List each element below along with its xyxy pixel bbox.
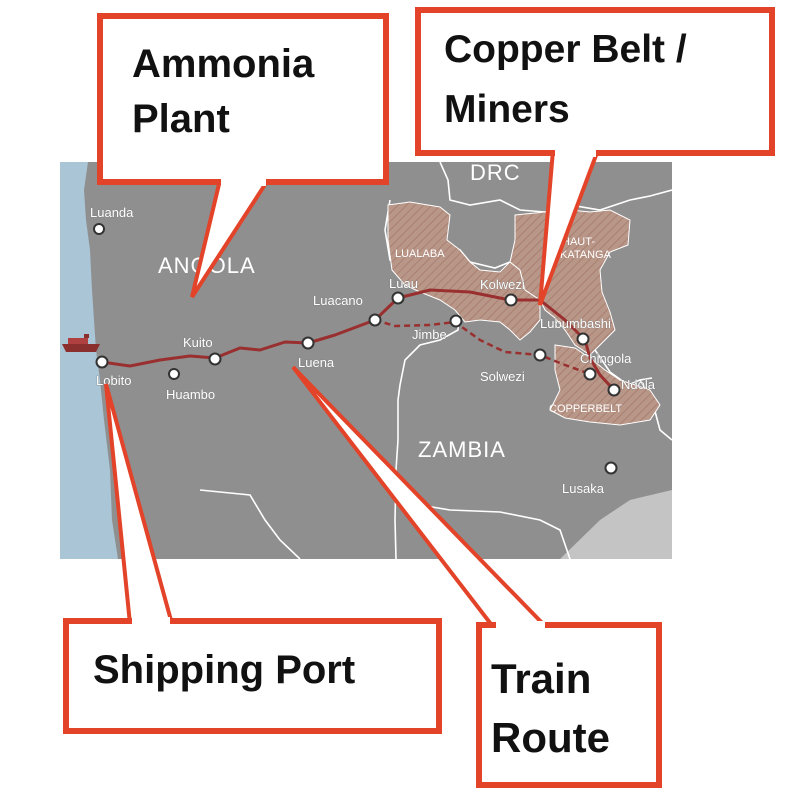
- city-label-lobito: Lobito: [96, 373, 131, 388]
- callout-train-line1: Train: [491, 655, 591, 702]
- lualaba-region: [387, 201, 541, 341]
- callout-train-route: Train Route: [291, 365, 662, 788]
- neighbor-area: [560, 490, 672, 559]
- city-label-chingola: Chingola: [580, 351, 632, 366]
- haut-katanga-region: [509, 209, 631, 356]
- city-marker-lobito: [95, 355, 109, 369]
- copperbelt-region: [549, 344, 661, 426]
- callout-train-line2: Route: [491, 714, 610, 761]
- region-label-haut: HAUT-: [562, 236, 595, 248]
- region-label-copperbelt: COPPERBELT: [549, 403, 622, 415]
- city-label-lubumbashi: Lubumbashi: [540, 316, 611, 331]
- city-label-luena: Luena: [298, 355, 335, 370]
- ship-icon: [62, 334, 100, 352]
- city-marker-luau: [391, 291, 405, 305]
- city-label-huambo: Huambo: [166, 387, 215, 402]
- city-marker-luena: [301, 336, 315, 350]
- city-marker-kuito: [208, 352, 222, 366]
- callout-shipping-port: Shipping Port: [63, 383, 442, 734]
- callout-ammonia-line2: Plant: [132, 97, 230, 141]
- region-label-katanga: KATANGA: [560, 249, 612, 261]
- city-label-ndola: Ndola: [621, 377, 656, 392]
- city-marker-lusaka: [604, 461, 618, 475]
- city-marker-lubumbashi: [576, 332, 590, 346]
- city-marker-luanda: [93, 223, 105, 235]
- callout-copper-line1: Copper Belt /: [444, 28, 687, 71]
- region-label-lualaba: LUALABA: [395, 248, 445, 260]
- city-label-lusaka: Lusaka: [562, 481, 605, 496]
- city-label-kolwezi: Kolwezi: [480, 277, 525, 292]
- callout-ammonia-plant: Ammonia Plant: [97, 13, 389, 299]
- city-marker-ndola: [607, 383, 621, 397]
- city-marker-jimbe: [449, 314, 463, 328]
- city-label-luacano: Luacano: [313, 293, 363, 308]
- callout-copper-belt: Copper Belt / Miners: [415, 7, 775, 306]
- city-marker-kolwezi: [504, 293, 518, 307]
- city-marker-chingola: [583, 367, 597, 381]
- callout-copper-line2: Miners: [444, 88, 570, 131]
- callout-port-text: Shipping Port: [93, 648, 355, 692]
- city-label-solwezi: Solwezi: [480, 369, 525, 384]
- callout-ammonia-line1: Ammonia: [132, 42, 315, 86]
- cities: [93, 223, 621, 475]
- map-frame: DRC ANGOLA ZAMBIA LUALABA HAUT- KATANGA …: [60, 160, 672, 559]
- country-label-zambia: ZAMBIA: [418, 437, 506, 462]
- city-marker-huambo: [168, 368, 180, 380]
- country-label-drc: DRC: [470, 160, 521, 185]
- city-label-luau: Luau: [389, 276, 418, 291]
- city-label-kuito: Kuito: [183, 335, 213, 350]
- city-marker-solwezi: [533, 348, 547, 362]
- city-marker-luacano: [368, 313, 382, 327]
- city-label-jimbe: Jimbe: [412, 327, 447, 342]
- city-label-luanda: Luanda: [90, 205, 134, 220]
